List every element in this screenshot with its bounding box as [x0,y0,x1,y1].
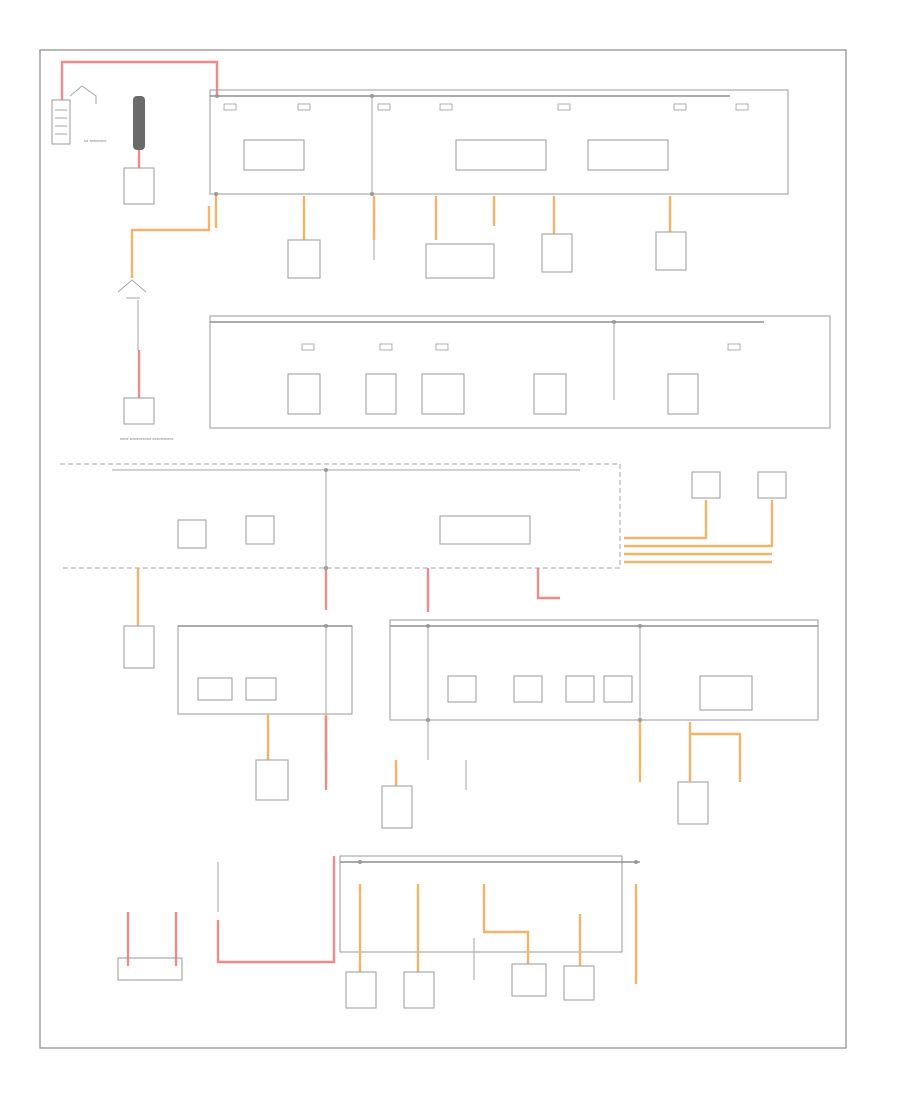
relay-box-3 [587,139,669,171]
mid-right-fuse-block [381,619,819,829]
underhood-fuse-block [209,89,789,195]
battery-icon [51,99,71,145]
right-relay-icon [757,471,787,499]
battery-generator-section: ▭ ▭▭▭▭ ▭▭ ▭▭▭▭▭ ▭▭▭▭▭ [51,60,219,441]
svg-text:▭▭ ▭▭▭▭▭ ▭▭▭▭▭: ▭▭ ▭▭▭▭▭ ▭▭▭▭▭ [120,436,174,441]
starter-solenoid-icon [133,96,145,150]
underhood-relay-block [60,463,787,569]
instrument-panel-fuse-block [209,315,831,429]
generator-icon [123,167,155,205]
top-block-outputs [214,194,687,279]
ignition-feed-wire [130,206,211,278]
bottom-fuse-block [117,716,640,1009]
mid-section-feeds [123,568,560,669]
junction-dots [214,94,642,864]
relay-box-2 [455,139,547,171]
diagram-frame [39,49,847,1049]
battery-positive-cable [60,60,219,103]
fuse-row-top [223,103,749,111]
left-relay-icon [691,471,721,499]
svg-text:▭ ▭▭▭▭: ▭ ▭▭▭▭ [84,138,107,143]
ignition-switch-icon [123,397,155,425]
relay-box-1 [243,139,305,171]
